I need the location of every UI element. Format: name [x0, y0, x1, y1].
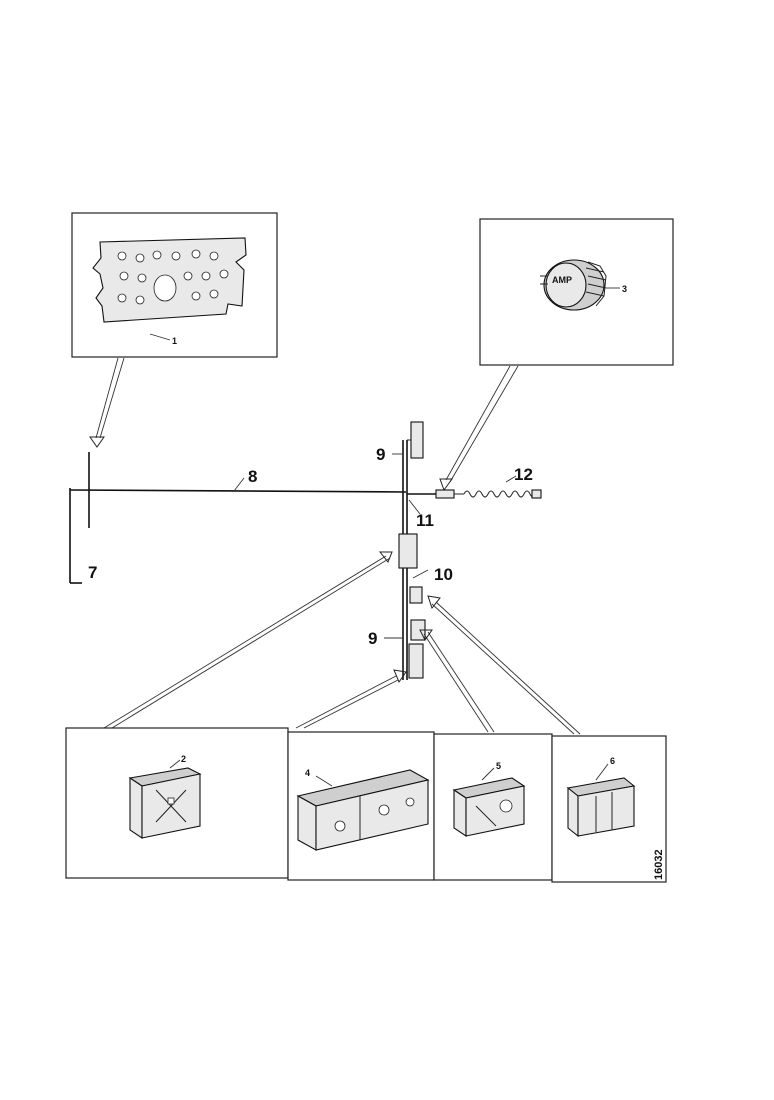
detail-box-5: 5 [433, 733, 553, 881]
detail-box-connector: AMP 3 [479, 218, 674, 366]
callout-3: 3 [622, 284, 627, 294]
detail-box-4: 4 [287, 731, 435, 881]
leader-connector [439, 365, 519, 492]
round-connector-part: AMP [540, 259, 607, 311]
leader-panel [89, 357, 125, 448]
bottom-leaders [103, 551, 581, 735]
svg-text:AMP: AMP [552, 275, 572, 285]
detail-box-panel: 1 [71, 212, 278, 358]
callout-6: 6 [610, 756, 615, 766]
wiring-harness [69, 421, 542, 680]
callout-11: 11 [416, 511, 434, 530]
detail-box-2: 2 [65, 727, 289, 879]
detail-row: 2 4 5 [65, 727, 667, 883]
callout-5: 5 [496, 761, 501, 771]
callout-7: 7 [88, 563, 97, 582]
callout-9-top: 9 [376, 445, 385, 464]
callout-2: 2 [181, 754, 186, 764]
harness-callouts: 7 8 9 11 12 10 9 [88, 445, 533, 648]
callout-8: 8 [248, 467, 257, 486]
figure-reference: 16032 [653, 849, 665, 880]
callout-10: 10 [434, 565, 453, 584]
callout-12: 12 [514, 465, 533, 484]
callout-1: 1 [172, 336, 177, 346]
control-panel-part [92, 237, 247, 323]
callout-4: 4 [305, 768, 310, 778]
callout-9-bottom: 9 [368, 629, 377, 648]
detail-box-6: 6 [551, 735, 667, 883]
